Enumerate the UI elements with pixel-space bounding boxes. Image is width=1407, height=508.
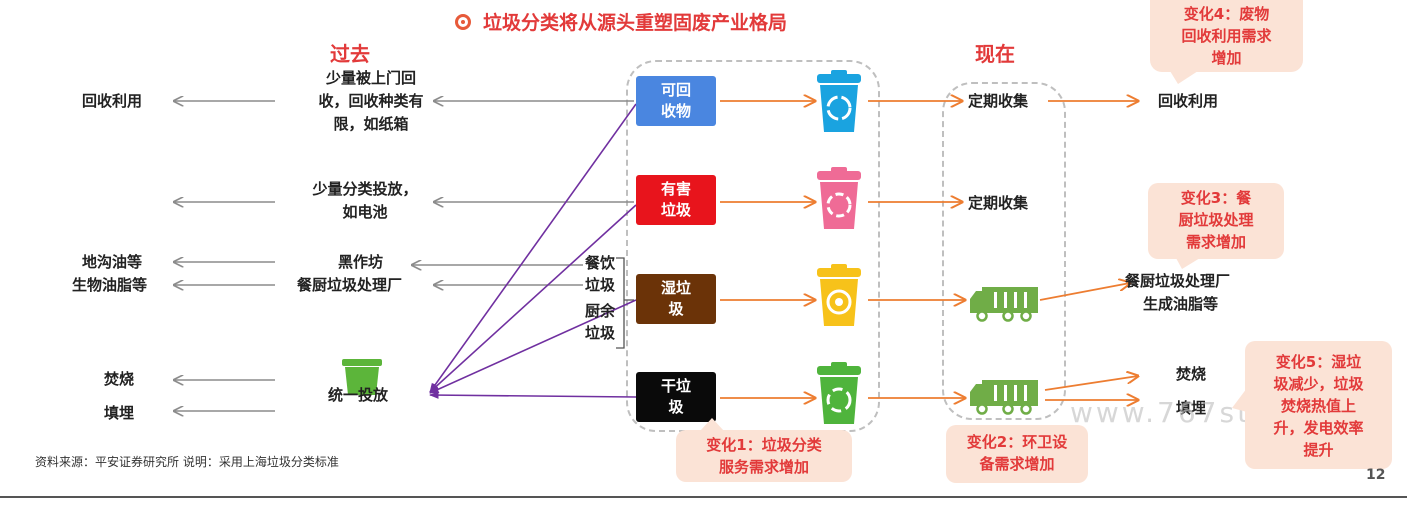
unified-bin-icon (342, 359, 382, 395)
arrow-dry-to-unified (429, 391, 637, 399)
arrow-recyclable-to-unified (429, 103, 637, 393)
past-gutter-oil: 地沟油等 (82, 253, 143, 271)
category-hazardous: 有害 垃圾 (636, 175, 716, 225)
callout-3-pointer (1176, 258, 1200, 269)
recyclable-bin-icon (817, 70, 861, 132)
catering-label: 餐饮 垃圾 厨余 垃圾 (585, 252, 615, 344)
category-hazardous-line2: 垃圾 (660, 201, 691, 219)
past-incinerate: 焚烧 (104, 370, 135, 388)
past-biodiesel: 生物油脂等 (72, 276, 148, 294)
past-landfill: 填埋 (104, 404, 135, 422)
header-now: 现在 (975, 42, 1015, 66)
header-past: 过去 (330, 42, 370, 66)
catering-line3: 厨余 (585, 302, 616, 320)
c4-line1: 变化4：废物 (1183, 5, 1270, 23)
arrow-truck-to-incinerate (1044, 376, 1138, 391)
callout-change-4: 变化4：废物 回收利用需求 增加 (1150, 0, 1303, 72)
door-line1: 少量被上门回 (325, 69, 416, 87)
c1-line2: 服务需求增加 (718, 458, 809, 476)
catering-line2: 垃圾 (585, 276, 616, 294)
now-regular-collection-2: 定期收集 (968, 194, 1029, 212)
source-note: 资料来源：平安证券研究所 说明：采用上海垃圾分类标准 (35, 455, 339, 469)
category-recyclable-line1: 可回 (660, 81, 691, 99)
arrow-hazardous-to-unified (429, 204, 637, 393)
c5-line3: 焚烧热值上 (1280, 397, 1356, 415)
category-wet: 湿垃 圾 (636, 274, 716, 324)
category-wet-line2: 圾 (668, 300, 684, 318)
sanitation-truck-icon-1 (970, 287, 1038, 322)
catering-line4: 垃圾 (585, 324, 616, 342)
c5-line4: 升，发电效率 (1273, 419, 1364, 437)
callout-4-pointer (1170, 71, 1198, 84)
c5-line1: 变化5：湿垃 (1275, 353, 1362, 371)
now-recycle-use: 回收利用 (1158, 92, 1219, 110)
callout-change-3: 变化3：餐 厨垃圾处理 需求增加 (1148, 183, 1284, 259)
category-hazardous-line1: 有害 (660, 180, 691, 198)
c5-line2: 圾减少，垃圾 (1273, 375, 1364, 393)
now-kitchen-plant: 餐厨垃圾处理厂 生成油脂等 (1125, 270, 1230, 316)
past-black-workshop: 黑作坊 (338, 253, 384, 271)
past-unified: 统一投放 (328, 386, 389, 404)
door-line3: 限，如纸箱 (333, 115, 409, 133)
category-dry: 干垃 圾 (636, 372, 716, 422)
catering-bracket (616, 257, 634, 349)
c1-line1: 变化1：垃圾分类 (706, 436, 822, 454)
battery-line2: 如电池 (342, 203, 388, 221)
callout-1-pointer (700, 418, 724, 431)
c4-line3: 增加 (1211, 49, 1242, 67)
arrow-wet-to-unified (429, 299, 637, 394)
c3-line3: 需求增加 (1185, 233, 1246, 251)
now-kitchen-line1: 餐厨垃圾处理厂 (1125, 272, 1231, 290)
callout-change-2: 变化2：环卫设 备需求增加 (946, 425, 1088, 483)
callout-5-pointer (1232, 388, 1247, 412)
category-dry-line2: 圾 (668, 398, 684, 416)
battery-line1: 少量分类投放， (312, 180, 418, 198)
page-title-text: 垃圾分类将从源头重塑固废产业格局 (483, 12, 788, 34)
arrow-truck-to-kitchen-plant (1039, 283, 1130, 301)
callout-change-1: 变化1：垃圾分类 服务需求增加 (676, 430, 852, 482)
now-regular-collection-1: 定期收集 (968, 92, 1029, 110)
category-recyclable: 可回 收物 (636, 76, 716, 126)
page-title: 垃圾分类将从源头重塑固废产业格局 (455, 8, 787, 35)
c2-line2: 备需求增加 (979, 455, 1055, 473)
callout-change-5: 变化5：湿垃 圾减少，垃圾 焚烧热值上 升，发电效率 提升 (1245, 341, 1392, 469)
catering-line1: 餐饮 (585, 254, 616, 272)
collection-container (942, 82, 1066, 420)
wet-bin-icon (817, 264, 861, 326)
past-kitchen-plant: 餐厨垃圾处理厂 (297, 276, 403, 294)
footer-divider (0, 496, 1407, 498)
page-number: 12 (1366, 467, 1386, 483)
c4-line2: 回收利用需求 (1181, 27, 1272, 45)
category-recyclable-line2: 收物 (660, 102, 691, 120)
c3-line2: 厨垃圾处理 (1178, 211, 1254, 229)
c3-line1: 变化3：餐 (1180, 189, 1252, 207)
category-wet-line1: 湿垃 (660, 279, 691, 297)
past-recycle-use: 回收利用 (82, 92, 143, 110)
past-door-collection: 少量被上门回 收，回收种类有 限，如纸箱 (296, 67, 446, 136)
hazardous-bin-icon (817, 167, 861, 229)
sanitation-truck-icon-2 (970, 380, 1038, 415)
target-icon (455, 14, 471, 30)
door-line2: 收，回收种类有 (318, 92, 424, 110)
dry-bin-icon (817, 362, 861, 424)
c5-line5: 提升 (1303, 441, 1334, 459)
c2-line1: 变化2：环卫设 (966, 433, 1068, 451)
category-dry-line1: 干垃 (660, 377, 691, 395)
now-incinerate: 焚烧 (1176, 365, 1207, 383)
past-battery: 少量分类投放， 如电池 (290, 178, 440, 224)
now-landfill: 填埋 (1176, 399, 1207, 417)
now-kitchen-line2: 生成油脂等 (1143, 295, 1219, 313)
